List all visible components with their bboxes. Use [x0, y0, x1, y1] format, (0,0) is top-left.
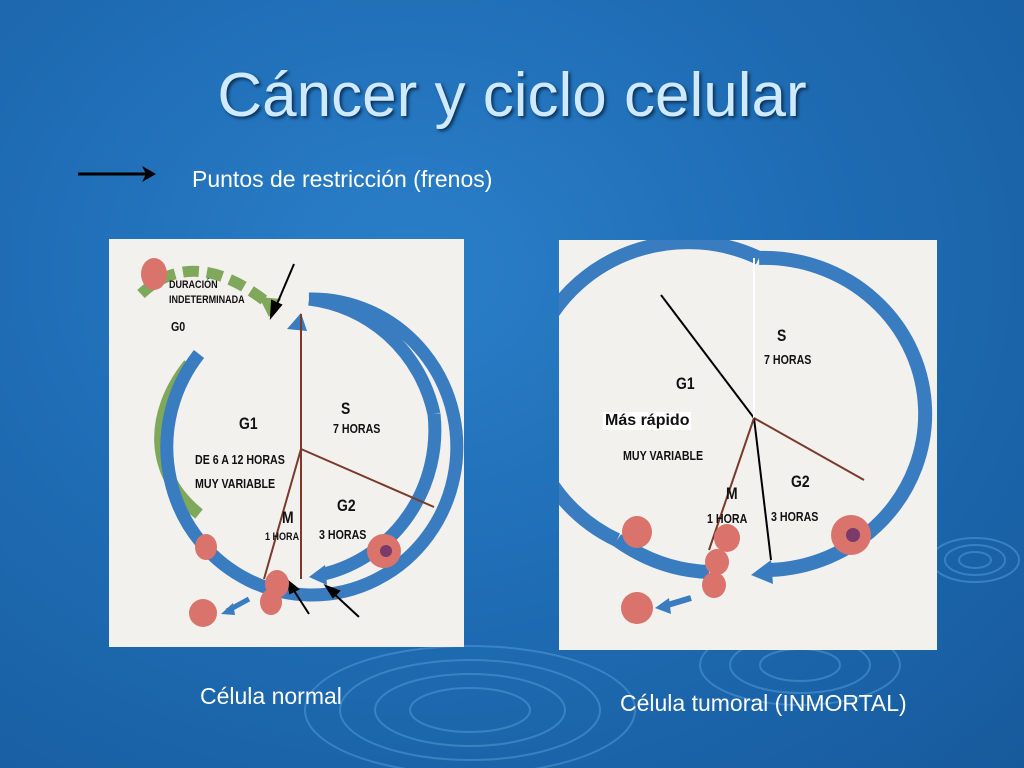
- restriction-point-arrow-icon: [78, 166, 156, 182]
- g1-phase-label: G1: [676, 374, 695, 393]
- tumor-cycle-graphic: [559, 240, 933, 624]
- g1-variability-label: MUY VARIABLE: [195, 476, 276, 491]
- g1-faster-note: Más rápido: [603, 412, 692, 430]
- tumor-cell-caption: Célula tumoral (INMORTAL): [620, 690, 907, 716]
- m-phase-label: M: [726, 484, 738, 503]
- s-duration-label: 7 HORAS: [764, 352, 812, 367]
- cycle-ring: [160, 292, 464, 602]
- s-phase-label: S: [777, 326, 787, 345]
- g1-variability-label: MUY VARIABLE: [623, 448, 704, 463]
- g0-phase-label: G0: [171, 319, 186, 334]
- g2-duration-label: 3 HORAS: [319, 527, 367, 542]
- restriction-arrows: [269, 263, 360, 618]
- s-phase-label: S: [341, 399, 351, 418]
- g2-duration-label: 3 HORAS: [771, 509, 819, 524]
- tumor-cell-cycle-diagram: S 7 HORAS G1 Más rápido MUY VARIABLE G2 …: [559, 240, 937, 650]
- g1-phase-label: G1: [239, 414, 258, 433]
- normal-cell-caption: Célula normal: [200, 683, 342, 709]
- normal-cycle-graphic: [137, 258, 464, 627]
- g1-duration-label: DE 6 A 12 HORAS: [195, 452, 285, 467]
- slide-title: Cáncer y ciclo celular: [217, 61, 807, 130]
- m-phase-label: M: [282, 508, 294, 527]
- g2-phase-label: G2: [791, 472, 810, 491]
- m-duration-label: 1 HORA: [707, 511, 748, 526]
- s-duration-label: 7 HORAS: [333, 421, 381, 436]
- cell-icons: [621, 515, 871, 624]
- legend-label: Puntos de restricción (frenos): [192, 166, 493, 192]
- cell-icons: [141, 258, 401, 627]
- normal-cell-cycle-diagram: DURACIÓN INDETERMINADA G0 G1 DE 6 A 12 H…: [109, 239, 464, 647]
- g0-duration-label: DURACIÓN: [169, 279, 218, 291]
- g0-duration-label-2: INDETERMINADA: [169, 294, 245, 306]
- m-duration-label: 1 HORA: [265, 531, 300, 543]
- g2-phase-label: G2: [337, 496, 356, 515]
